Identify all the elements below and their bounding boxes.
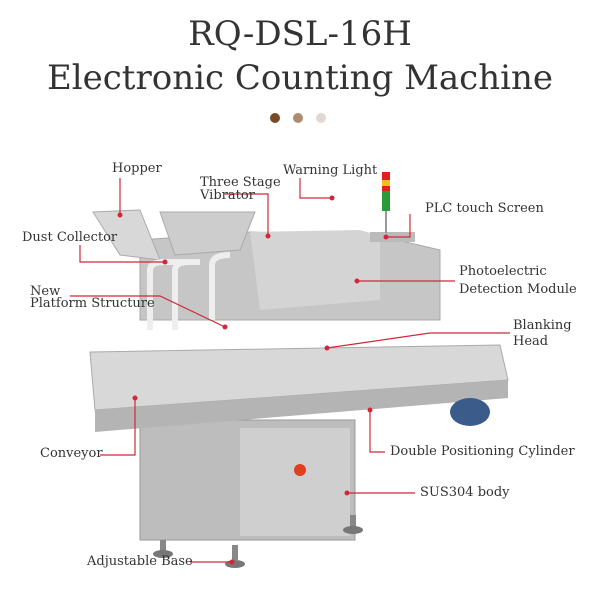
label-vibrator-2: Vibrator — [200, 188, 255, 203]
label-body: SUS304 body — [420, 485, 510, 500]
label-plc: PLC touch Screen — [425, 201, 544, 216]
label-vibrator-1: Three Stage — [200, 175, 281, 190]
label-photo-1: Photoelectric — [459, 264, 547, 279]
label-dust-collector: Dust Collector — [22, 230, 118, 245]
label-hopper: Hopper — [112, 161, 162, 176]
label-blanking-1: Blanking — [513, 318, 572, 333]
product-title: Electronic Counting Machine — [46, 58, 554, 98]
label-base: Adjustable Base — [87, 554, 193, 569]
label-cylinder: Double Positioning Cylinder — [390, 444, 575, 459]
label-conveyor: Conveyor — [40, 446, 103, 461]
label-blanking-2: Head — [513, 334, 549, 349]
label-photo-2: Detection Module — [459, 282, 577, 297]
leader-dots — [117, 195, 389, 565]
label-platform-2: Platform Structure — [30, 296, 155, 311]
decor-dot-3 — [316, 113, 326, 123]
decor-dot-2 — [293, 113, 303, 123]
model-title: RQ-DSL-16H — [188, 14, 412, 54]
label-warning-light: Warning Light — [283, 163, 378, 178]
label-platform-1: New — [30, 284, 61, 299]
decor-dot-1 — [270, 113, 280, 123]
leader-lines — [70, 178, 510, 563]
